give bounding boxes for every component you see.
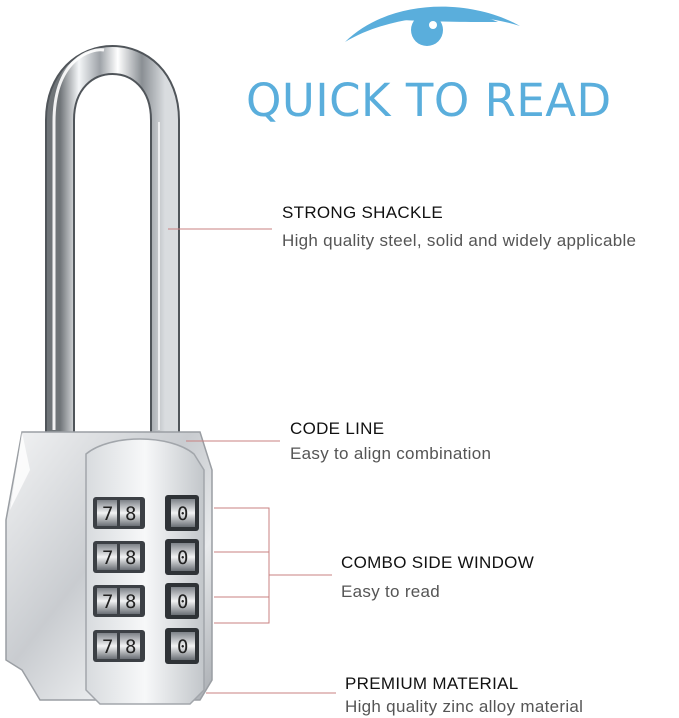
feature-desc-shackle: High quality steel, solid and widely app… <box>282 231 637 250</box>
side-window-digit: 0 <box>177 636 188 658</box>
dial-digit: 7 <box>102 547 113 569</box>
side-window-digit: 0 <box>177 547 188 569</box>
dial-digit: 7 <box>102 636 113 658</box>
feature-title-shackle: STRONG SHACKLE <box>282 203 444 222</box>
side-window-digit: 0 <box>177 503 188 525</box>
dial-digit: 8 <box>125 591 136 613</box>
feature-title-code-line: CODE LINE <box>290 419 385 438</box>
combination-dials: 7 8 0 7 8 0 7 8 <box>93 495 199 664</box>
side-window-digit: 0 <box>177 591 188 613</box>
dial-digit: 7 <box>102 503 113 525</box>
feature-title-side-window: COMBO SIDE WINDOW <box>341 553 535 572</box>
dial-digit: 7 <box>102 591 113 613</box>
feature-desc-material: High quality zinc alloy material <box>345 697 584 716</box>
leader-lines <box>168 228 336 694</box>
feature-desc-code-line: Easy to align combination <box>290 444 492 463</box>
shackle <box>45 45 180 440</box>
dial-digit: 8 <box>125 636 136 658</box>
eye-icon <box>345 6 520 46</box>
feature-title-material: PREMIUM MATERIAL <box>345 674 519 693</box>
dial-digit: 8 <box>125 503 136 525</box>
feature-desc-side-window: Easy to read <box>341 582 441 601</box>
headline: QUICK TO READ <box>246 74 612 127</box>
dial-digit: 8 <box>125 547 136 569</box>
